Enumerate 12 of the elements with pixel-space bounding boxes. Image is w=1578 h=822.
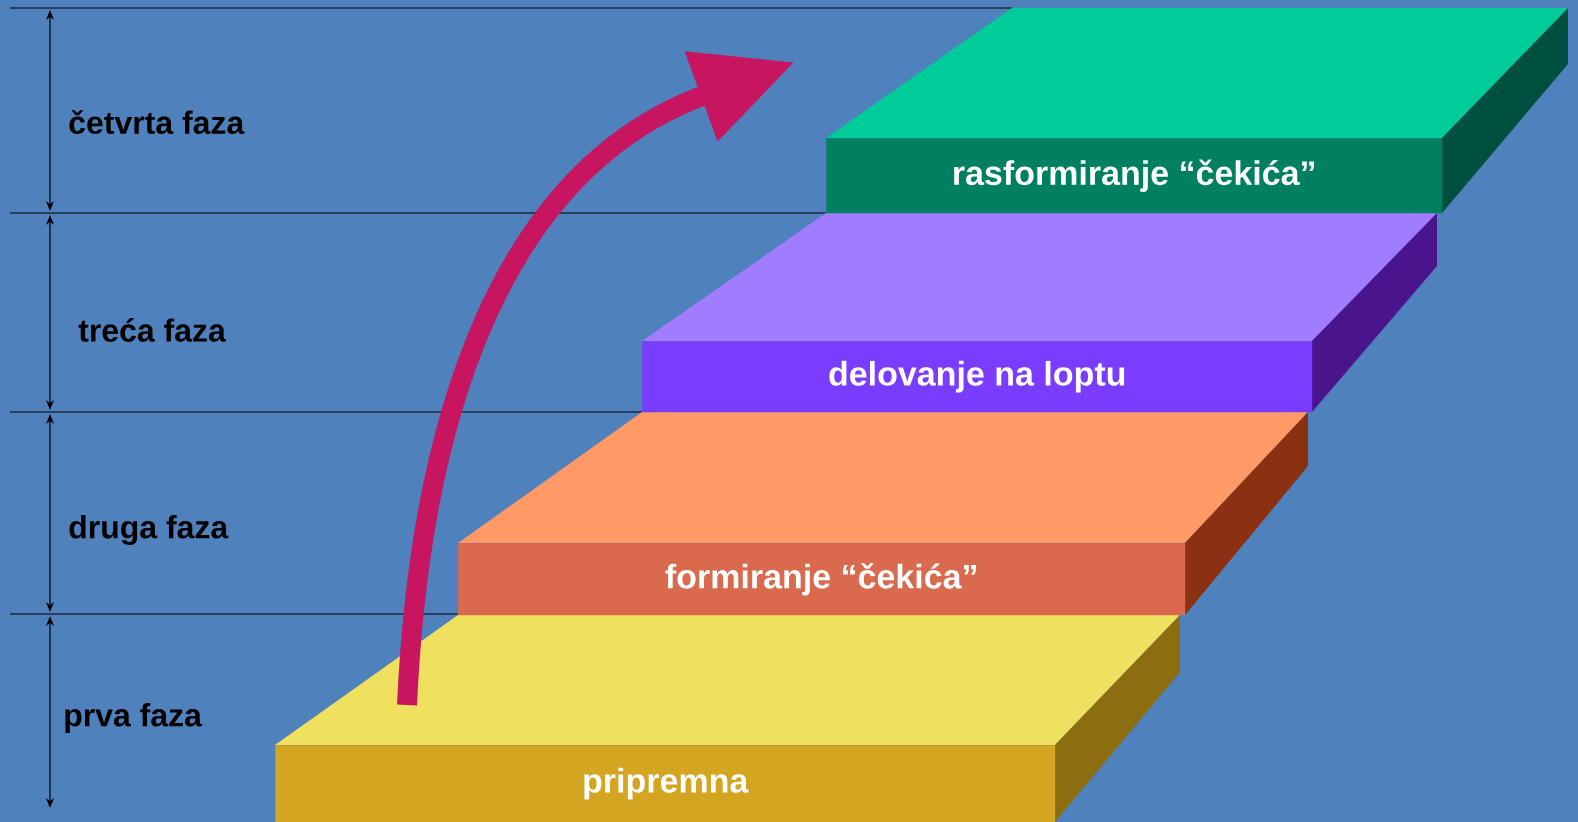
stair-step: rasformiranje “čekića” [826,8,1568,214]
phase-label: prva faza [65,703,203,733]
node-label: rasformiranje “čekića” [954,159,1314,192]
node-label: formiranje “čekića” [665,562,976,596]
node-label: delovanje na loptu [829,360,1125,393]
phase-label: četvrta faza [69,109,245,135]
phase-label: treća faza [78,318,226,342]
phase-label: druga faza [69,515,229,545]
stair-step: formiranje “čekića” [458,412,1308,616]
stair-step: delovanje na loptu [642,213,1437,413]
stair-step: pripremna [275,615,1180,822]
node-label: pripremna [584,767,749,800]
